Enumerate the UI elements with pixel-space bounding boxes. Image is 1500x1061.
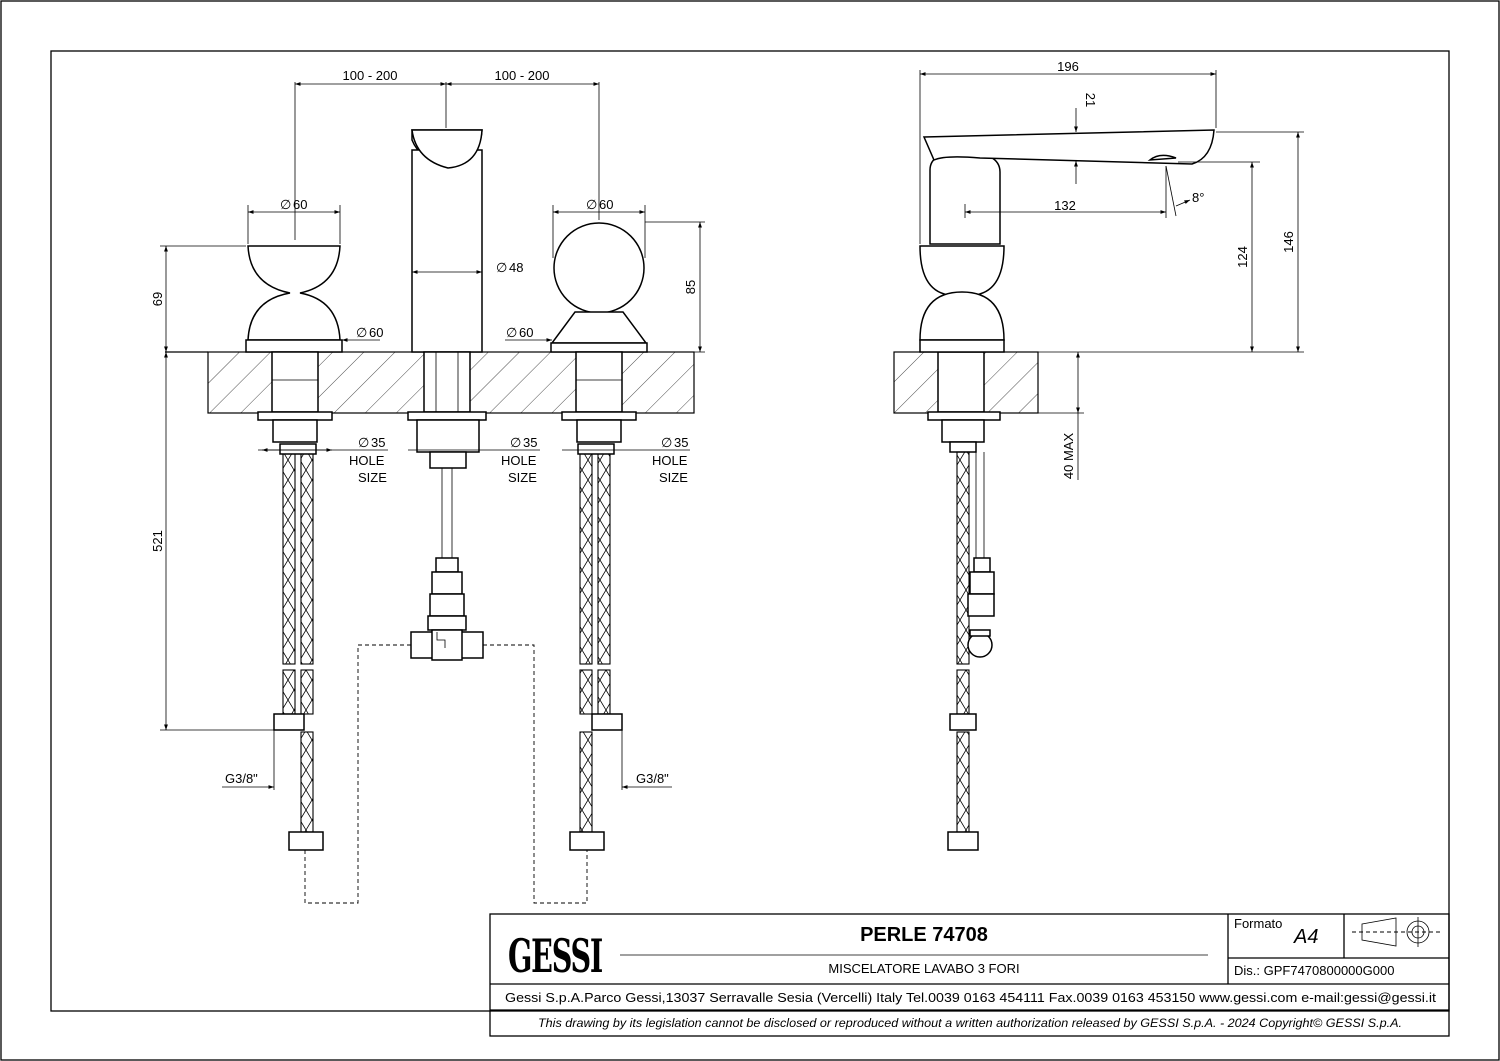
dim-thread-right: G3/8"	[636, 771, 669, 786]
side-dimensions: 196 21 132 8° 124 146 40 MAX	[919, 59, 1304, 480]
projection-symbol-icon	[1352, 917, 1442, 947]
waste-pipe-outline-right	[483, 644, 588, 904]
dim-spacing-right: 100 - 200	[495, 68, 550, 83]
dim-side-max: 40 MAX	[1061, 433, 1076, 480]
svg-text:∅: ∅	[358, 435, 369, 450]
dim-hole-3: 35	[674, 435, 688, 450]
svg-text:∅: ∅	[506, 325, 517, 340]
dim-height-right: 85	[683, 280, 698, 294]
dim-side-reach: 132	[1054, 198, 1076, 213]
svg-text:∅: ∅	[661, 435, 672, 450]
svg-text:∅: ∅	[356, 325, 367, 340]
front-dimensions: 100 - 200 100 - 200 ∅ 60 ∅ 60 ∅ 48 ∅ 60 …	[150, 68, 705, 790]
hole-label-2: HOLE	[501, 453, 537, 468]
product-description: MISCELATORE LAVABO 3 FORI	[828, 961, 1019, 976]
dim-dia-spout: 48	[509, 260, 523, 275]
left-handle	[245, 245, 343, 413]
waste-pipe-outline	[304, 644, 411, 904]
drawing-number: Dis.: GPF7470800000G000	[1234, 963, 1394, 978]
svg-text:∅: ∅	[586, 197, 597, 212]
size-label-2: SIZE	[508, 470, 537, 485]
svg-text:∅: ∅	[510, 435, 521, 450]
size-label-3: SIZE	[659, 470, 688, 485]
dim-dia-right-top: 60	[599, 197, 613, 212]
format-label: Formato	[1234, 916, 1282, 931]
product-title: PERLE 74708	[860, 924, 988, 946]
dim-hole-2: 35	[523, 435, 537, 450]
dim-side-length: 196	[1057, 59, 1079, 74]
company-address: Gessi S.p.A.Parco Gessi,13037 Serravalle…	[505, 990, 1436, 1005]
front-view: 100 - 200 100 - 200 ∅ 60 ∅ 60 ∅ 48 ∅ 60 …	[150, 68, 705, 904]
side-lever	[929, 151, 1001, 245]
dim-side-outlet: 124	[1235, 246, 1250, 268]
dim-dia-right-base: 60	[519, 325, 533, 340]
flex-hoses	[273, 443, 623, 851]
format-value: A4	[1293, 926, 1318, 948]
dim-hose-length: 521	[150, 530, 165, 552]
side-view: 196 21 132 8° 124 146 40 MAX	[893, 59, 1304, 851]
copyright-notice: This drawing by its legislation cannot b…	[538, 1018, 1402, 1030]
hole-label-3: HOLE	[652, 453, 688, 468]
gessi-logo: GESSI	[508, 929, 602, 983]
svg-text:∅: ∅	[496, 260, 507, 275]
dim-thread-left: G3/8"	[225, 771, 258, 786]
drawing-frame	[50, 50, 1450, 1012]
dim-dia-left-base: 60	[369, 325, 383, 340]
side-spout	[922, 129, 1215, 165]
dim-side-total: 146	[1281, 231, 1296, 253]
side-body	[919, 245, 1005, 297]
title-block: GESSI PERLE 74708 MISCELATORE LAVABO 3 F…	[489, 913, 1450, 1037]
dim-spacing-left: 100 - 200	[343, 68, 398, 83]
dim-height-left: 69	[150, 292, 165, 306]
dim-side-thickness: 21	[1083, 93, 1098, 107]
dim-hole-1: 35	[371, 435, 385, 450]
dim-dia-left-top: 60	[293, 197, 307, 212]
mounting-nuts	[257, 411, 637, 469]
spout	[411, 129, 483, 413]
svg-text:∅: ∅	[280, 197, 291, 212]
dim-side-angle: 8°	[1192, 190, 1204, 205]
right-handle	[550, 222, 648, 413]
size-label-1: SIZE	[358, 470, 387, 485]
hole-label-1: HOLE	[349, 453, 385, 468]
pop-up-rod	[410, 468, 484, 661]
